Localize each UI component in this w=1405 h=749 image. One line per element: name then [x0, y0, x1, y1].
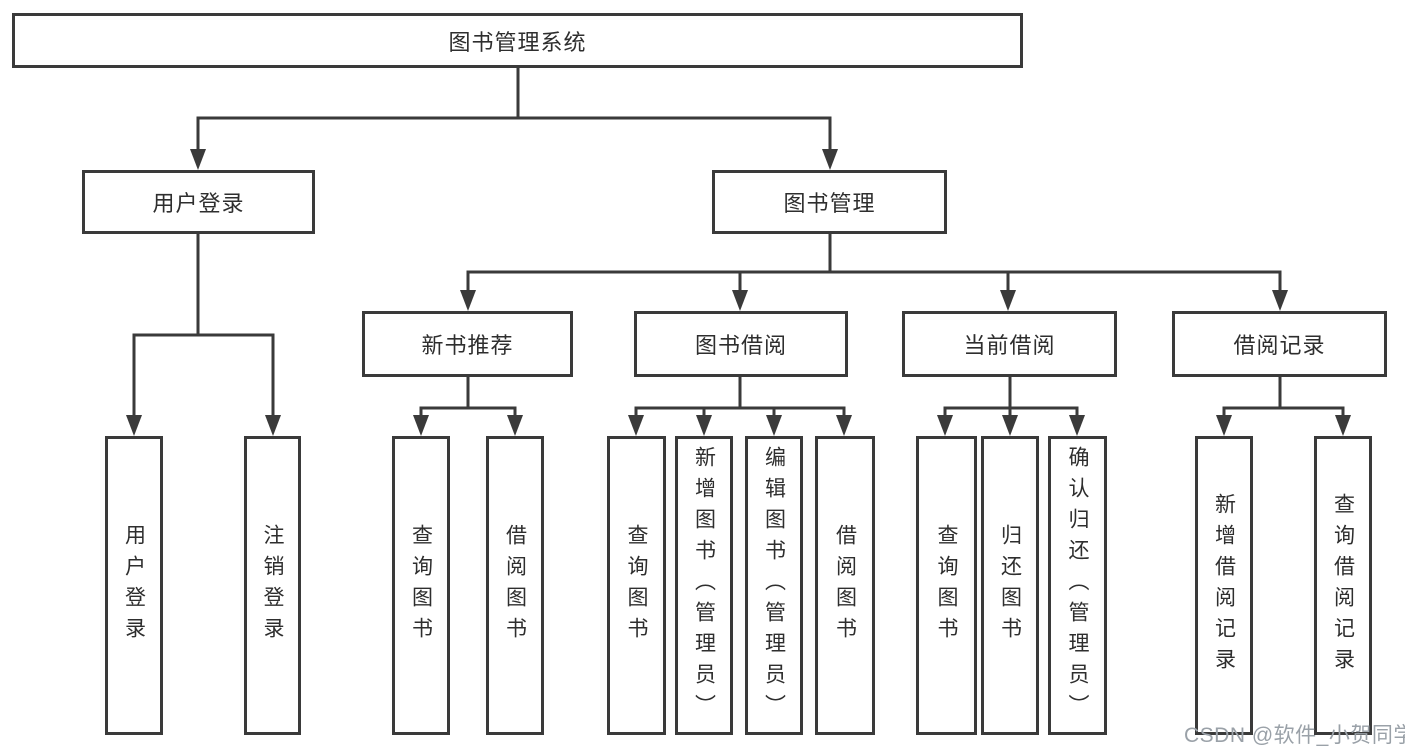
leaf-records-add-borrow-record-label: 新增借阅记录 [1212, 492, 1236, 679]
leaf-recommend-borrow-books: 借阅图书 [486, 436, 544, 735]
root-node-label: 图书管理系统 [448, 29, 587, 55]
node-new-book-recommend: 新书推荐 [362, 311, 573, 377]
leaf-current-confirm-return-admin: 确认归还（管理员） [1048, 436, 1107, 735]
leaf-borrowing-query-books: 查询图书 [607, 436, 666, 735]
leaf-logout-label: 注销登录 [261, 523, 284, 648]
leaf-recommend-query-books: 查询图书 [392, 436, 450, 735]
node-borrowing-records-label: 借阅记录 [1233, 333, 1326, 358]
node-borrowing-records: 借阅记录 [1172, 311, 1387, 377]
leaf-current-query-books-label: 查询图书 [935, 523, 958, 648]
leaf-user-login: 用户登录 [105, 436, 163, 735]
node-book-borrowing-label: 图书借阅 [694, 333, 787, 358]
node-user-login: 用户登录 [82, 170, 315, 234]
csdn-watermark: CSDN @软件_小贺同学 [1184, 724, 1405, 747]
leaf-records-add-borrow-record: 新增借阅记录 [1195, 436, 1253, 735]
leaf-borrowing-query-books-label: 查询图书 [625, 523, 648, 648]
leaf-records-query-borrow-record: 查询借阅记录 [1314, 436, 1372, 735]
leaf-recommend-borrow-books-label: 借阅图书 [503, 523, 527, 648]
leaf-current-return-books: 归还图书 [981, 436, 1039, 735]
node-current-borrowing: 当前借阅 [902, 311, 1117, 377]
node-book-management-label: 图书管理 [783, 191, 876, 216]
leaf-borrowing-borrow-books: 借阅图书 [815, 436, 875, 735]
node-book-borrowing: 图书借阅 [634, 311, 848, 377]
leaf-user-login-label: 用户登录 [122, 523, 146, 648]
leaf-borrowing-add-books-admin-label: 新增图书（管理员） [692, 446, 716, 725]
node-new-book-recommend-label: 新书推荐 [421, 333, 514, 358]
leaf-borrowing-borrow-books-label: 借阅图书 [833, 523, 857, 648]
leaf-current-confirm-return-admin-label: 确认归还（管理员） [1066, 446, 1089, 725]
node-book-management: 图书管理 [712, 170, 947, 234]
leaf-borrowing-edit-books-admin-label: 编辑图书（管理员） [762, 446, 786, 725]
node-user-login-label: 用户登录 [152, 191, 245, 216]
leaf-current-return-books-label: 归还图书 [998, 523, 1022, 648]
leaf-borrowing-add-books-admin: 新增图书（管理员） [675, 436, 733, 735]
leaf-borrowing-edit-books-admin: 编辑图书（管理员） [745, 436, 803, 735]
leaf-recommend-query-books-label: 查询图书 [409, 523, 433, 648]
leaf-current-query-books: 查询图书 [916, 436, 977, 735]
leaf-logout: 注销登录 [244, 436, 301, 735]
root-node-book-management-system: 图书管理系统 [12, 13, 1023, 68]
leaf-records-query-borrow-record-label: 查询借阅记录 [1331, 492, 1355, 679]
node-current-borrowing-label: 当前借阅 [963, 333, 1056, 358]
